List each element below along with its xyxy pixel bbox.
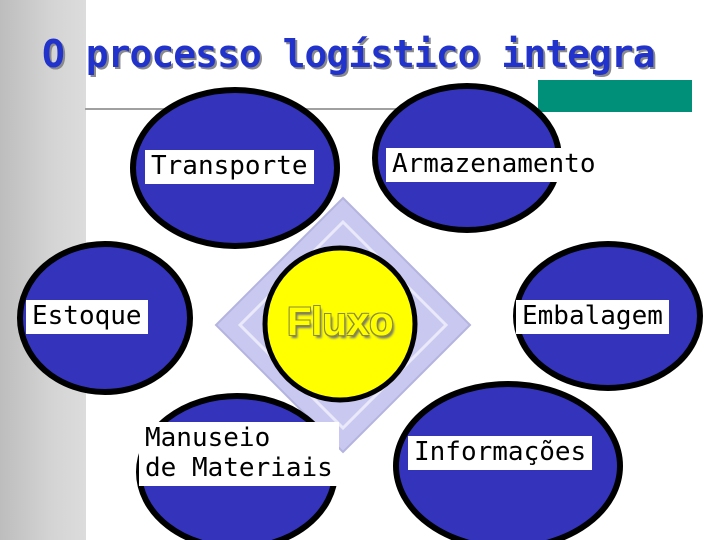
center-label: Fluxo	[287, 300, 394, 344]
node-label-armazenamento: Armazenamento	[386, 148, 602, 182]
node-label-transporte: Transporte	[145, 150, 314, 184]
node-label-embalagem: Embalagem	[516, 300, 669, 334]
slide-title: O processo logístico integra	[42, 32, 656, 76]
node-label-informacoes: Informações	[408, 436, 593, 470]
center-circle	[262, 245, 418, 403]
title-underline-bar	[85, 108, 692, 110]
green-accent-block	[538, 80, 692, 112]
node-label-manuseio: Manuseio de Materiais	[139, 422, 339, 486]
node-label-estoque: Estoque	[26, 300, 148, 334]
